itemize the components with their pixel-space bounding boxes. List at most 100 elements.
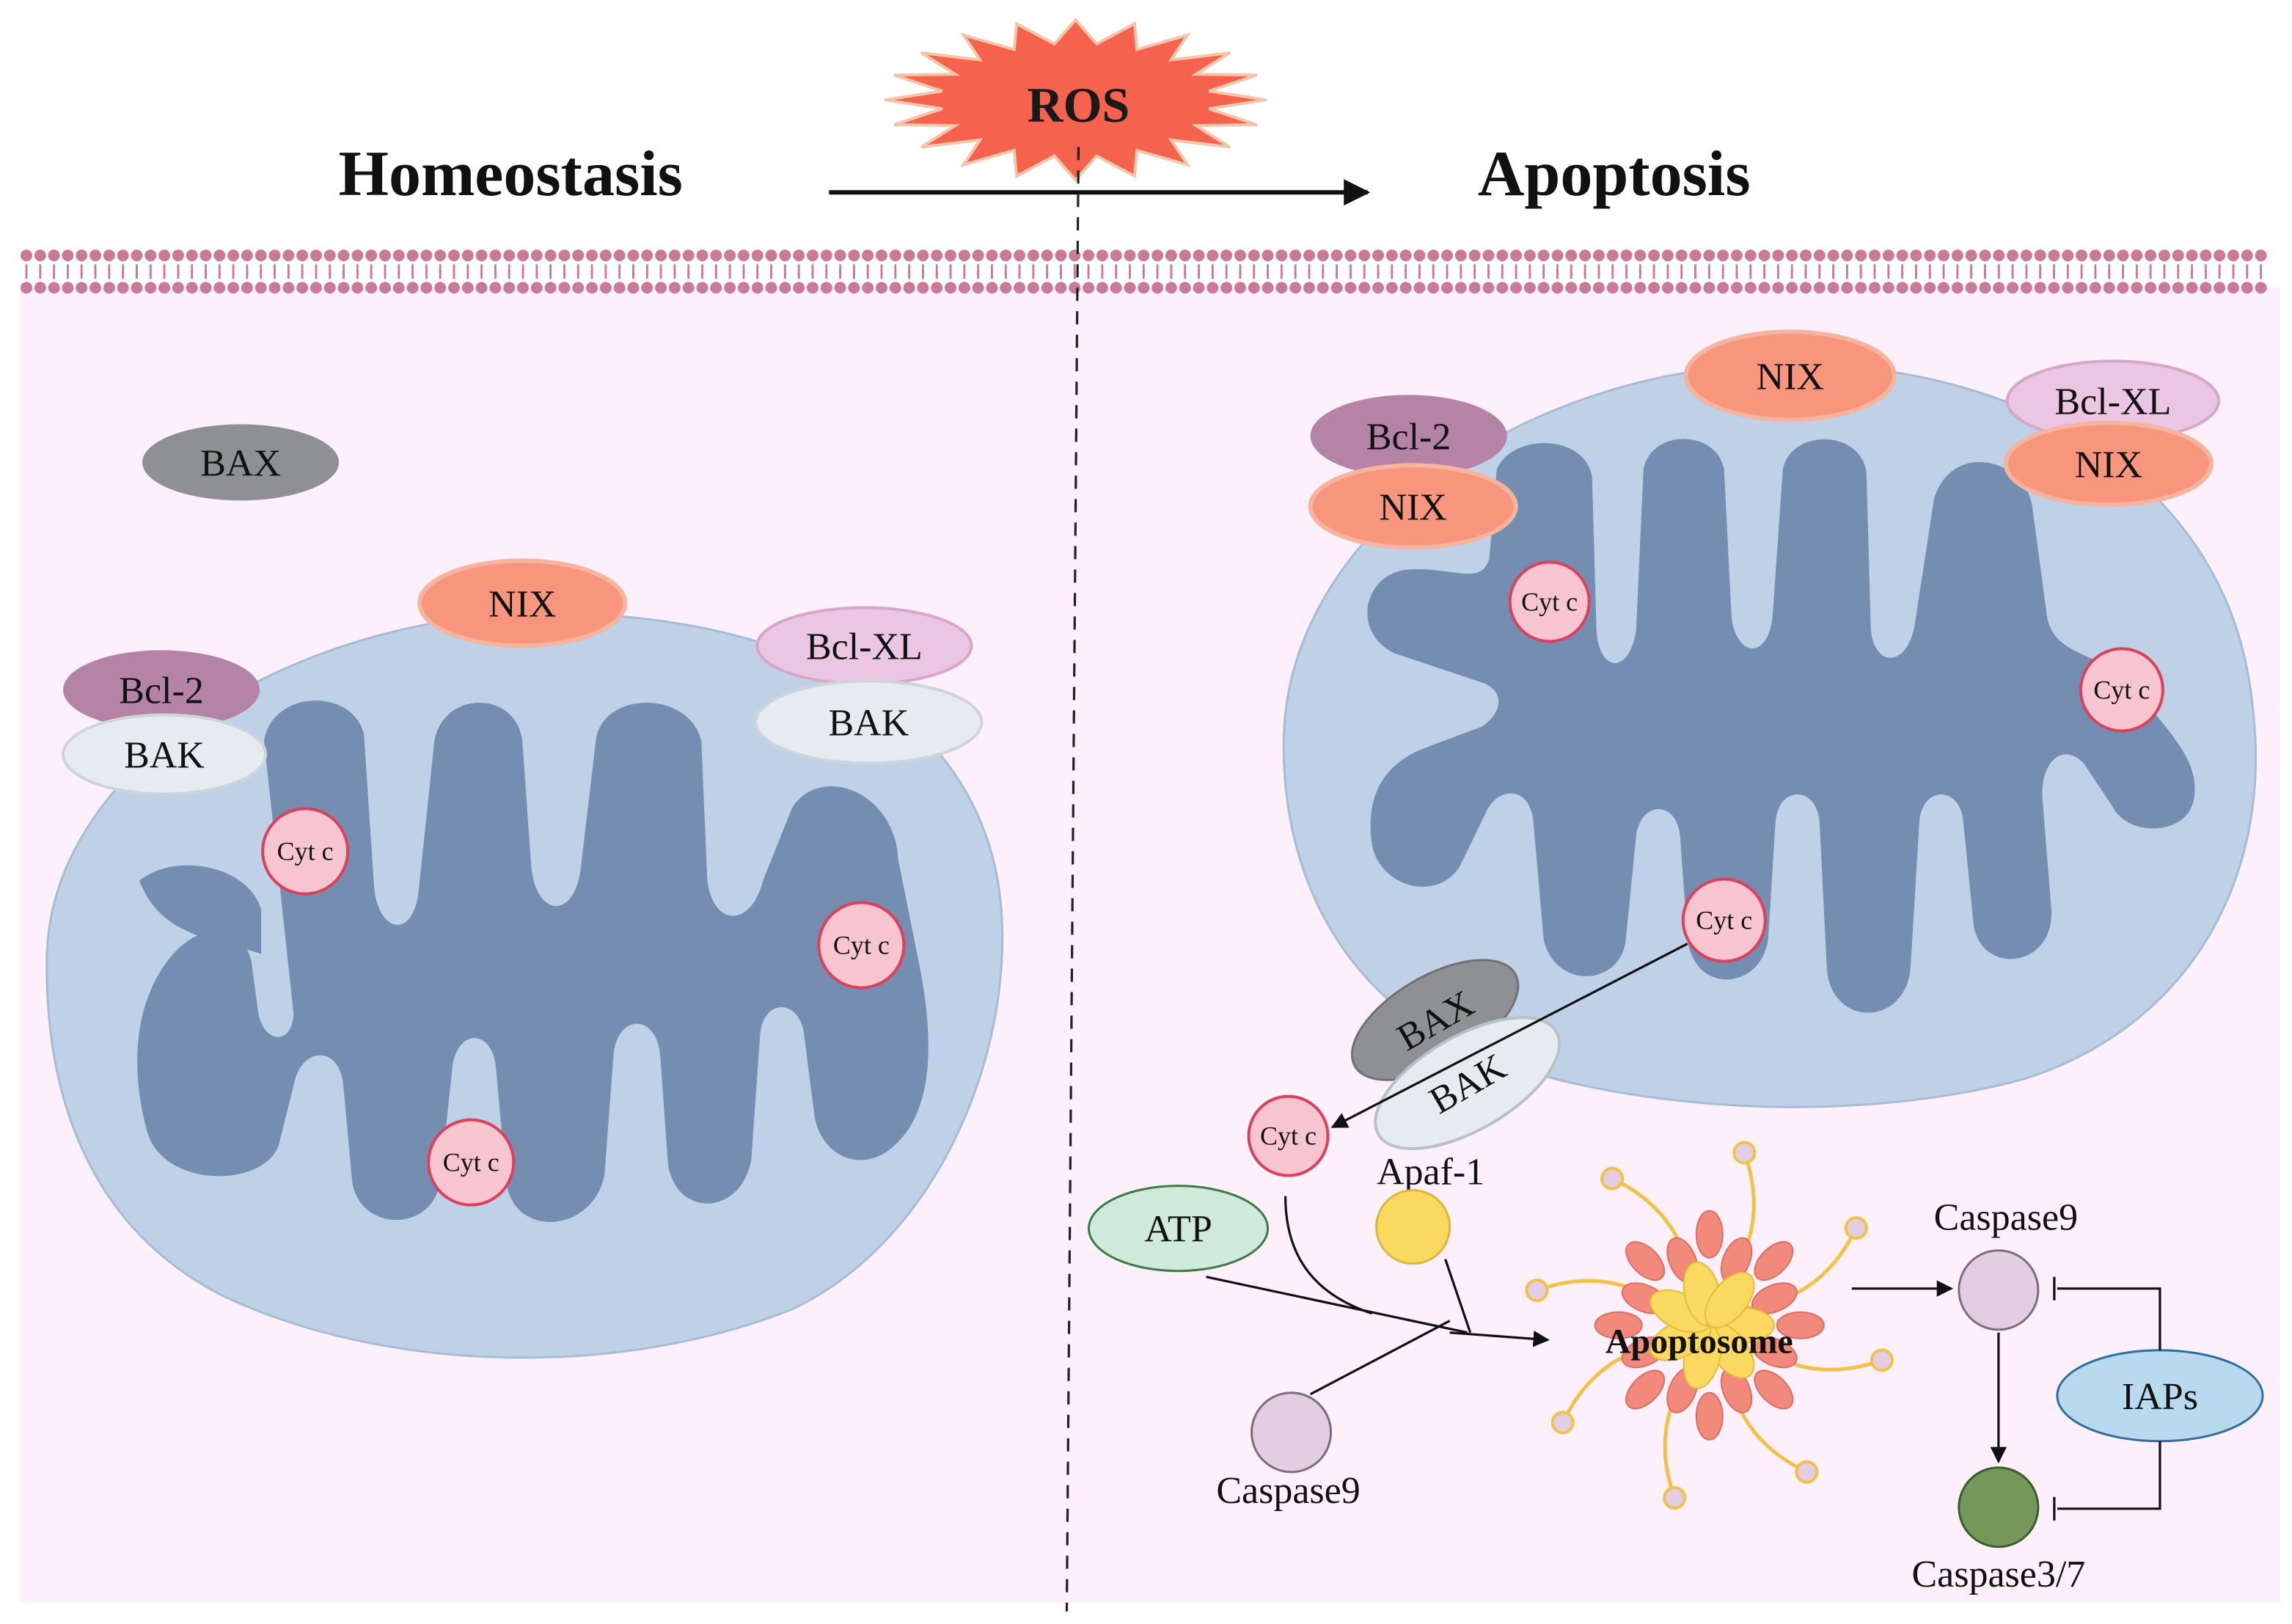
lipid-head — [1468, 282, 1481, 294]
lipid-head — [1675, 282, 1688, 294]
lipid-head — [558, 249, 571, 262]
cytc-shape — [817, 901, 906, 990]
lipid-head — [1869, 282, 1881, 294]
ros-star-shape — [885, 17, 1267, 183]
lipid-head — [158, 249, 171, 262]
caspase9-bound — [1870, 1348, 1894, 1372]
lipid-head — [1979, 249, 1991, 262]
lipid-head — [1965, 249, 1977, 262]
lipid-head — [2172, 282, 2184, 294]
lipid-head — [2186, 282, 2198, 294]
lipid-head — [1399, 249, 1412, 262]
lipid-head — [1661, 249, 1674, 262]
atp-shape — [1087, 1185, 1270, 1273]
lipid-head — [2103, 249, 2115, 262]
lipid-head — [2255, 249, 2267, 262]
lipid-head — [1896, 282, 1908, 294]
lipid-head — [986, 249, 998, 262]
lipid-head — [1938, 282, 1950, 294]
lipid-head — [1275, 282, 1288, 294]
lipid-head — [1924, 282, 1936, 294]
cytc-shape — [1681, 877, 1767, 963]
lipid-head — [76, 249, 88, 262]
atp-label: ATP — [1144, 1209, 1212, 1251]
lipid-head — [296, 249, 309, 262]
lipid-head — [323, 249, 336, 262]
iaps-inhibit-caspase37-line — [2057, 1441, 2161, 1510]
lipid-head — [765, 282, 777, 294]
lipid-head — [1510, 249, 1523, 262]
iaps: IAPs — [2056, 1349, 2264, 1443]
lipid-head — [117, 249, 129, 262]
caspase37-label: Caspase3/7 — [1911, 1554, 2085, 1595]
lipid-head — [2048, 282, 2060, 294]
lipid-head — [1055, 282, 1067, 294]
lipid-head — [1592, 249, 1605, 262]
cytc-shape — [1508, 560, 1591, 643]
lipid-head — [1648, 249, 1661, 262]
lipid-head — [1454, 282, 1467, 294]
lipid-head — [1661, 282, 1674, 294]
bak-shape — [1374, 1016, 1561, 1150]
lipid-head — [599, 249, 612, 262]
atp: ATP — [1087, 1185, 1270, 1273]
lipid-head — [668, 282, 681, 294]
lipid-head — [489, 249, 502, 262]
lipid-head — [2020, 282, 2032, 294]
cytc-label: Cyt c — [1696, 906, 1752, 935]
lipid-head — [1537, 282, 1550, 294]
lipid-head — [903, 249, 915, 262]
lipid-head — [1579, 249, 1592, 262]
lipid-head — [1110, 282, 1122, 294]
lipid-head — [793, 282, 805, 294]
apoptosome: Apoptosome — [1525, 1141, 1894, 1510]
lipid-head — [613, 282, 626, 294]
bax-shape — [142, 424, 340, 501]
lipid-head — [779, 282, 791, 294]
caspase9-to-apoptosome-line — [1309, 1320, 1451, 1396]
apaf1-subunit — [1594, 1311, 1643, 1339]
lipid-head — [737, 282, 750, 294]
lipid-head — [2076, 282, 2088, 294]
caspase9-bound — [1663, 1485, 1687, 1510]
lipid-head — [1675, 249, 1688, 262]
lipid-head — [241, 249, 253, 262]
cytc-shape — [2079, 647, 2164, 733]
apaf1-subunit — [1754, 1369, 1794, 1410]
lipid-head — [1758, 282, 1771, 294]
nix-label: NIX — [1379, 486, 1446, 528]
lipid-head — [1330, 249, 1343, 262]
lipid-head — [1193, 282, 1205, 294]
caspase9-active-shape — [1958, 1249, 2040, 1331]
lipid-head — [48, 249, 60, 262]
lipid-head — [1951, 249, 1963, 262]
lipid-head — [889, 249, 901, 262]
lipid-head — [1855, 249, 1867, 262]
lipid-head — [1454, 249, 1467, 262]
lipid-head — [1124, 249, 1136, 262]
lipid-head — [1869, 249, 1881, 262]
bclxl-bak-complex: Bcl-XL BAK — [754, 606, 984, 765]
lipid-head — [806, 282, 819, 294]
lipid-head — [1799, 249, 1812, 262]
lipid-head — [2089, 249, 2101, 262]
ros-label: ROS — [1028, 77, 1130, 133]
lipid-head — [586, 249, 598, 262]
bcl2-nix-complex: Bcl-2 NIX — [1308, 395, 1518, 550]
lipid-head — [1179, 249, 1191, 262]
lipid-head — [1124, 282, 1136, 294]
lipid-head — [1882, 249, 1894, 262]
lipid-head — [1000, 249, 1012, 262]
lipid-head — [34, 249, 46, 262]
lipid-head — [2131, 249, 2143, 262]
lipid-head — [1385, 249, 1398, 262]
homeostasis-title: Homeostasis — [339, 139, 683, 210]
lipid-head — [1772, 282, 1784, 294]
cytc-right-1: Cyt c — [1508, 560, 1591, 643]
iaps-inhibition — [2053, 1276, 2161, 1521]
lipid-head — [530, 282, 543, 294]
lipid-head — [1289, 282, 1302, 294]
ros-burst: ROS — [885, 17, 1267, 183]
lipid-head — [268, 282, 281, 294]
